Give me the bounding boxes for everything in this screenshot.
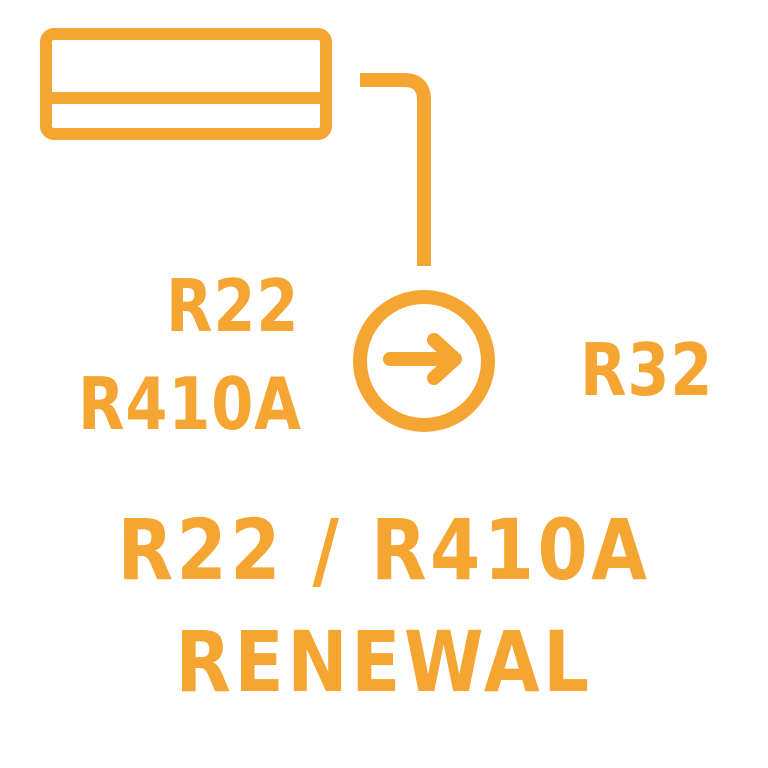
refrigerant-pipe-icon [360, 73, 431, 266]
caption-line-2: RENEWAL [175, 613, 593, 711]
old-refrigerant-label-r22: R22 [166, 264, 300, 348]
air-conditioner-icon [40, 28, 332, 140]
old-refrigerant-label-r410a: R410A [78, 362, 302, 446]
new-refrigerant-label-r32: R32 [580, 328, 714, 412]
arrow-right-circle-icon [353, 290, 495, 432]
caption-line-1: R22 / R410A [117, 501, 651, 599]
